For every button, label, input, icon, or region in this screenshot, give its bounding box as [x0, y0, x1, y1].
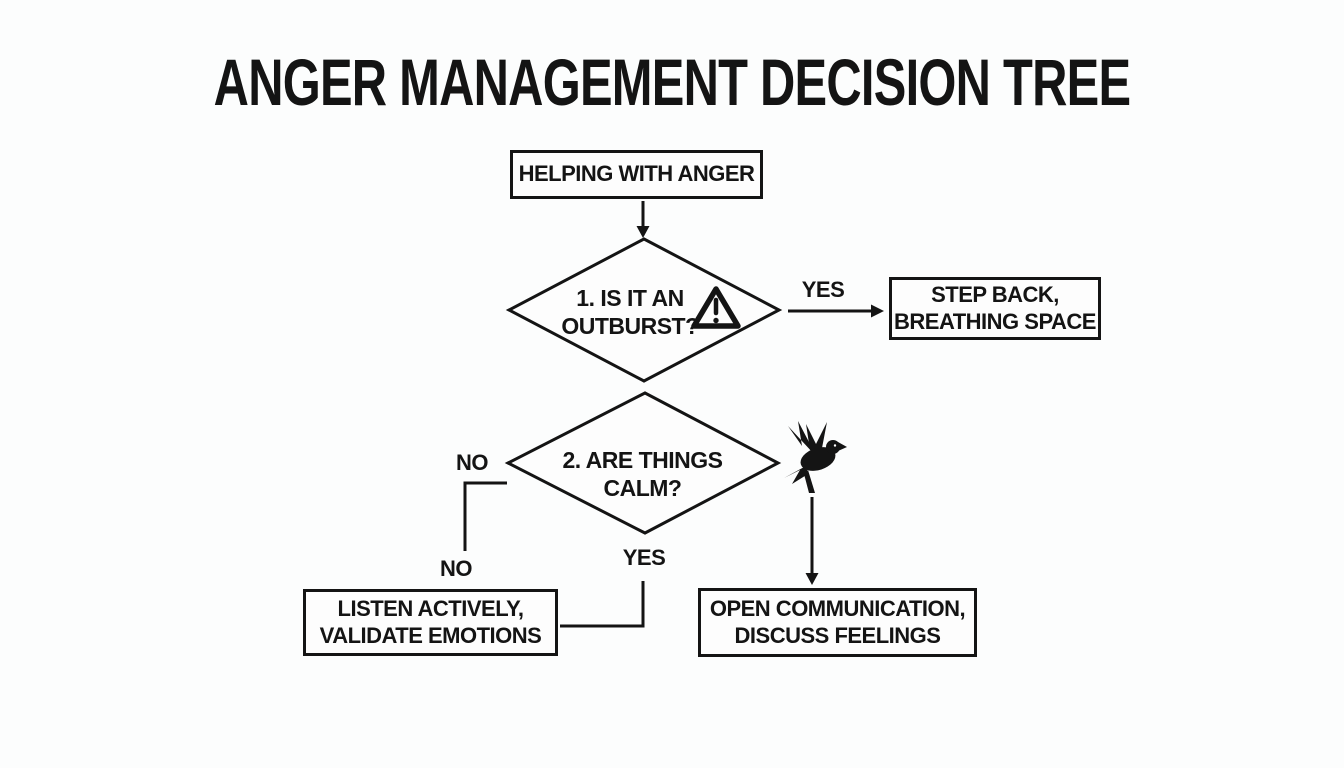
node-step-back: STEP BACK, BREATHING SPACE [889, 277, 1101, 340]
listen-line2: VALIDATE EMOTIONS [319, 622, 542, 648]
edge-label-decision1-yes: YES [801, 277, 845, 302]
arrow-decision1-yes [788, 304, 884, 318]
warning-triangle-icon [691, 286, 741, 329]
node-decision1-label: 1. IS IT AN OUTBURST? [550, 283, 710, 341]
edge-label-decision2-yes: YES [622, 545, 666, 570]
node-start: HELPING WITH ANGER [510, 150, 763, 199]
edge-decision2-no [463, 481, 507, 551]
listen-line1: LISTEN ACTIVELY, [337, 595, 524, 621]
step-back-line2: BREATHING SPACE [894, 308, 1096, 334]
arrow-start-to-decision1 [636, 201, 650, 238]
node-decision2-label: 2. ARE THINGS CALM? [550, 445, 735, 503]
node-listen: LISTEN ACTIVELY, VALIDATE EMOTIONS [303, 589, 558, 656]
decision1-line2: OUTBURST? [561, 313, 699, 339]
open-comm-line1: OPEN COMMUNICATION, [709, 595, 966, 621]
decision2-diamond [504, 391, 782, 535]
step-back-line1: STEP BACK, [931, 281, 1059, 307]
edge-label-decision2-no-lower: NO [440, 556, 473, 581]
node-start-label: HELPING WITH ANGER [518, 161, 755, 187]
edge-decision2-yes [560, 581, 645, 628]
open-comm-line2: DISCUSS FEELINGS [734, 622, 941, 648]
decision1-line1: 1. IS IT AN [576, 284, 684, 311]
decision1-diamond [505, 237, 783, 383]
page-title: ANGER MANAGEMENT DECISION TREE [213, 45, 1131, 119]
dove-icon [784, 421, 847, 493]
decision2-line1: 2. ARE THINGS [562, 446, 723, 473]
node-open-communication: OPEN COMMUNICATION, DISCUSS FEELINGS [698, 588, 977, 657]
edge-label-decision2-no-upper: NO [456, 450, 489, 475]
arrow-dove-to-open-comm [805, 497, 819, 585]
decision2-line2: CALM? [603, 475, 682, 501]
